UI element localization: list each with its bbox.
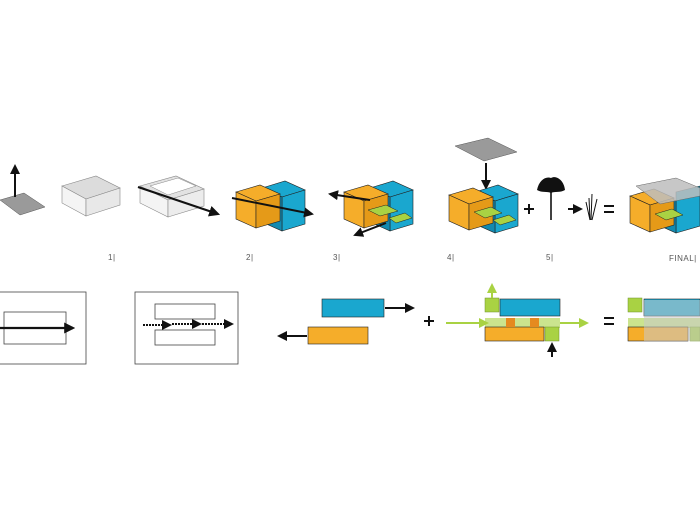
step-label-final: FINAL| xyxy=(669,254,697,263)
right-arrow-icon xyxy=(137,185,221,217)
step-label-2: 2| xyxy=(246,253,254,262)
step-label-1: 1| xyxy=(108,253,116,262)
left-arrow-icon xyxy=(328,190,371,201)
step-1-solid-block xyxy=(61,175,121,217)
step-2-split-block xyxy=(137,175,221,218)
plus-operator-top xyxy=(524,204,534,214)
plus-operator-bottom xyxy=(424,316,434,326)
step-label-3: 3| xyxy=(333,253,341,262)
equals-operator-bottom xyxy=(604,317,614,325)
plan-3-offset-bars xyxy=(277,298,415,345)
step-5-roof-plane xyxy=(448,137,519,234)
plan-2-split-block xyxy=(134,291,239,365)
step-label-5: 5| xyxy=(546,253,554,262)
plan-1-single-block xyxy=(0,291,87,365)
plan-final xyxy=(627,297,700,342)
tree-icon xyxy=(537,177,565,220)
step-3-colored-volumes xyxy=(231,180,314,232)
left-arrow-icon xyxy=(353,222,387,237)
plan-4-circulation xyxy=(446,283,589,357)
step-site-plane xyxy=(0,164,46,216)
step-label-4: 4| xyxy=(447,253,455,262)
final-composite xyxy=(629,177,700,234)
equals-operator-top xyxy=(604,205,614,213)
right-arrow-icon xyxy=(231,197,314,218)
grass-icon xyxy=(585,193,598,221)
step-4-volumes-with-court xyxy=(328,180,414,237)
